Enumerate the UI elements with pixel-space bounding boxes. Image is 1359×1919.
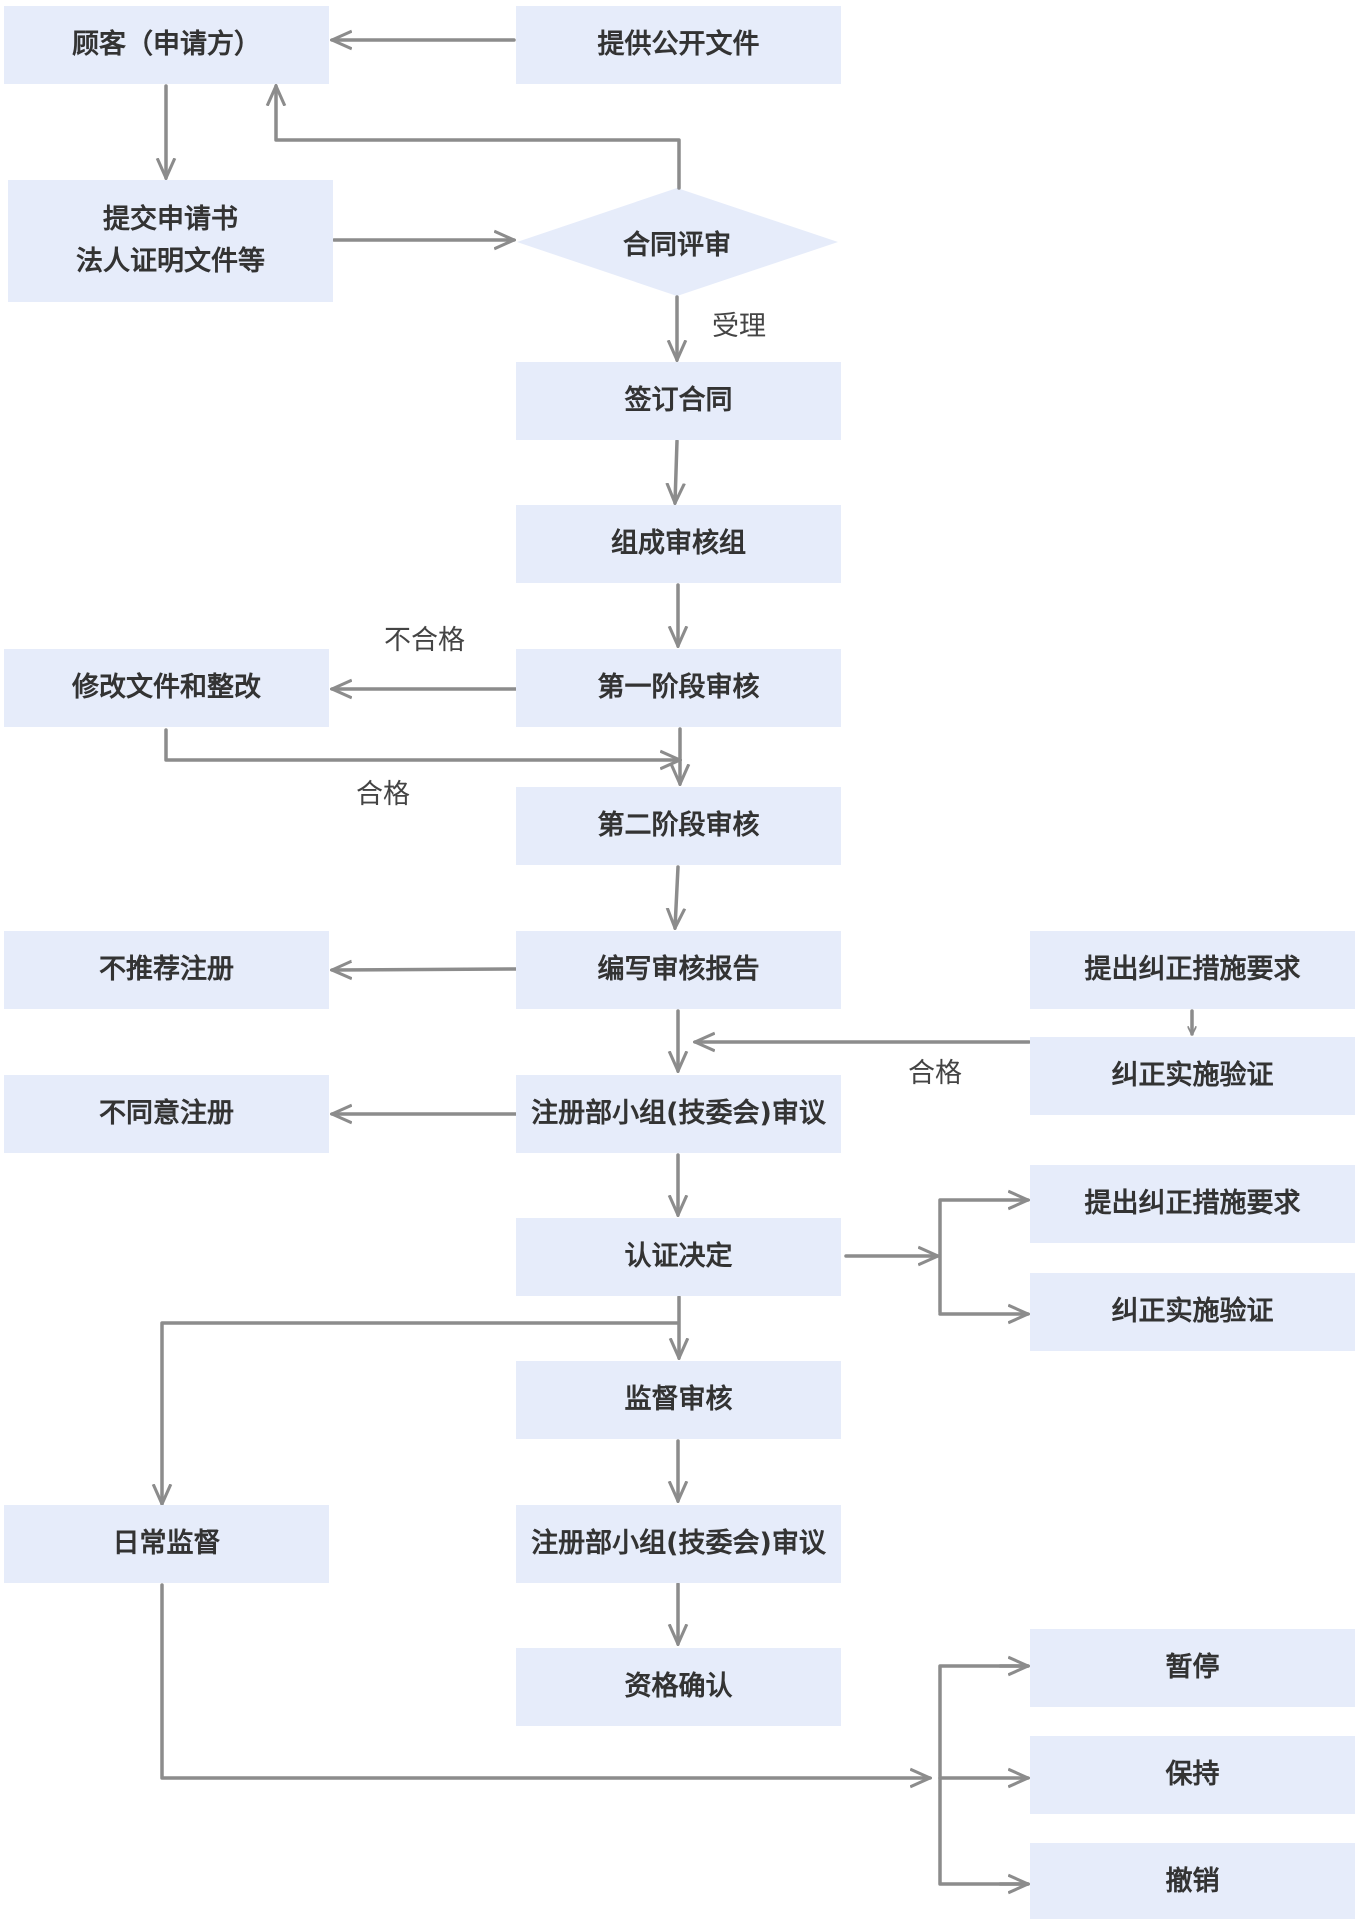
edge-label-fail: 不合格 [384, 625, 465, 656]
corrective-action-request-box: 提出纠正措施要求 [1030, 931, 1355, 1009]
corrective-verification-box: 纠正实施验证 [1030, 1037, 1355, 1115]
arrow-daily-supervision-to-outcomes [160, 1583, 930, 1778]
edge-label-pass-stage1: 合格 [356, 779, 410, 810]
corrective-verification-box-2: 纠正实施验证 [1030, 1273, 1355, 1351]
sign-contract-box: 签订合同 [516, 362, 841, 440]
form-audit-team-box: 组成审核组 [516, 505, 841, 583]
corrective-action-request-box-2: 提出纠正措施要求 [1030, 1165, 1355, 1243]
outcome-branch-trunk [938, 1664, 1030, 1886]
maintain-box: 保持 [1030, 1736, 1355, 1814]
daily-supervision-box: 日常监督 [4, 1505, 329, 1583]
revoke-box: 撤销 [1030, 1843, 1355, 1919]
suspend-box: 暂停 [1030, 1629, 1355, 1707]
branch-line-corrective [938, 1200, 1028, 1314]
qualification-confirmation-box: 资格确认 [516, 1648, 841, 1726]
surveillance-audit-box: 监督审核 [516, 1361, 841, 1439]
stage2-audit-box: 第二阶段审核 [516, 787, 841, 865]
certification-decision-box: 认证决定 [516, 1218, 841, 1296]
write-audit-report-box: 编写审核报告 [516, 931, 841, 1009]
not-agree-registration-box: 不同意注册 [4, 1075, 329, 1153]
public-documents-box: 提供公开文件 [516, 6, 841, 84]
customer-applicant-box: 顾客（申请方） [4, 6, 329, 84]
edge-label-pass-corrective: 合格 [908, 1058, 962, 1089]
contract-review-label: 合同评审 [623, 229, 731, 261]
submit-application-line2: 法人证明文件等 [76, 246, 265, 277]
arrow-modify-to-stage2 [164, 728, 680, 760]
arrow-review-back-to-customer [276, 86, 681, 190]
submit-application-box: 提交申请书 法人证明文件等 [8, 180, 333, 302]
arrow-sign-to-team [675, 439, 677, 503]
stage1-audit-box: 第一阶段审核 [516, 649, 841, 727]
modify-and-rectify-box: 修改文件和整改 [4, 649, 329, 727]
arrow-stage2-to-report [675, 865, 678, 928]
registration-review-box-2: 注册部小组(技委会)审议 [516, 1505, 841, 1583]
registration-review-box: 注册部小组(技委会)审议 [516, 1075, 841, 1153]
edge-label-accept: 受理 [712, 311, 766, 342]
not-recommend-registration-box: 不推荐注册 [4, 931, 329, 1009]
submit-application-line1: 提交申请书 [103, 204, 238, 236]
arrow-report-to-not-recommend [332, 969, 518, 970]
arrow-to-daily-supervision [162, 1321, 680, 1504]
contract-review-diamond [517, 188, 838, 296]
